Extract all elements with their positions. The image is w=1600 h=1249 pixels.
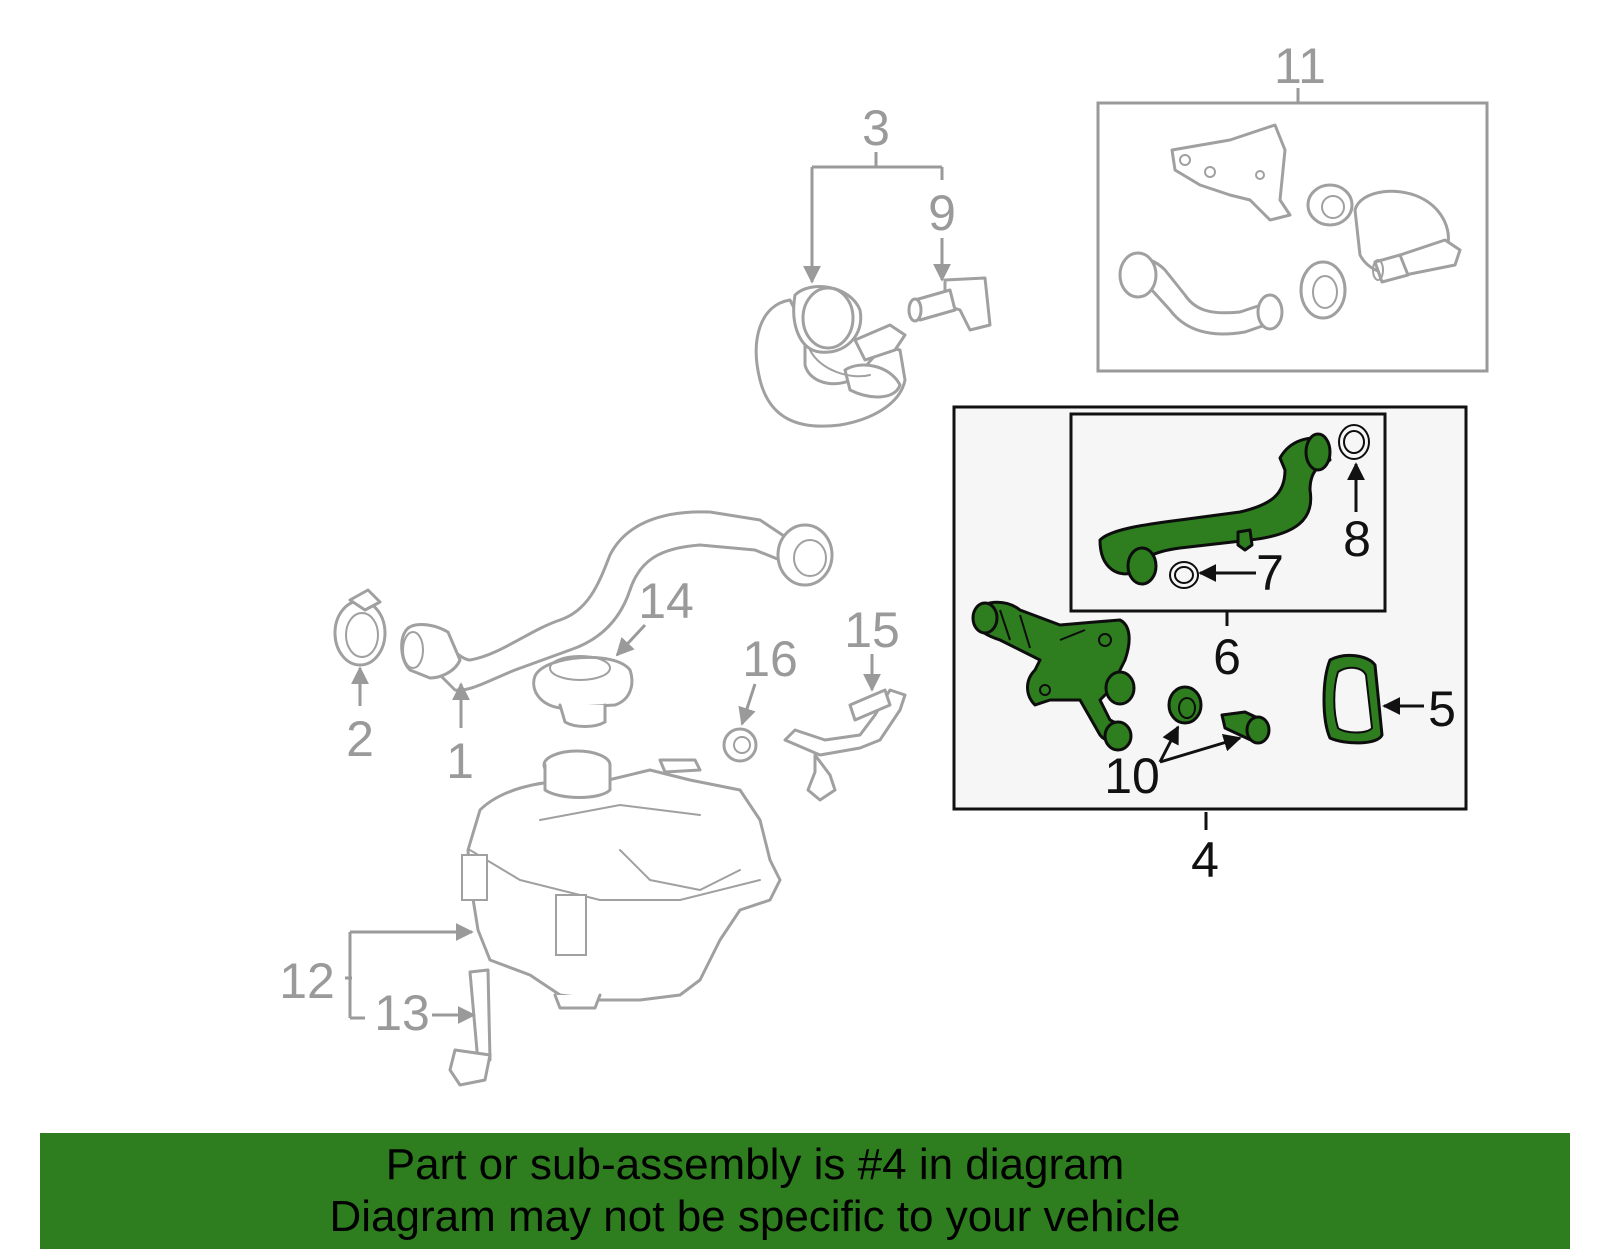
part-4-assembly: 4 7 8 6 [952,405,1468,888]
part-3-hose [754,285,907,428]
callout-2: 2 [346,711,374,767]
part-9-bleeder [907,276,992,332]
part-12-reservoir [461,749,782,1010]
info-banner: Part or sub-assembly is #4 in diagram Di… [40,1133,1570,1249]
callout-10: 10 [1104,748,1160,804]
part-5-gasket [1322,653,1384,745]
callout-5: 5 [1428,681,1456,737]
part-6-pipe [1098,432,1332,586]
callout-9: 9 [928,185,956,241]
banner-line-1: Part or sub-assembly is #4 in diagram [385,1140,1125,1189]
part-7-oring [1169,561,1199,589]
part-14-cap [532,655,634,728]
part-15-tube [783,688,907,802]
part-16-clip [722,727,758,763]
callout-4: 4 [1191,832,1219,888]
callout-15: 15 [844,602,900,658]
callout-11: 11 [1274,38,1326,94]
part-1-hose [400,510,834,692]
part-8-oring [1338,424,1370,460]
part-10-fittings [1167,685,1271,745]
callout-7: 7 [1256,545,1284,601]
callout-8: 8 [1343,511,1371,567]
callout-1: 1 [446,733,474,789]
callout-3: 3 [862,100,890,156]
callout-16: 16 [742,631,798,687]
callout-9-leader: 9 [928,185,956,282]
part-13-sensor [448,968,492,1087]
part-2-clamp [333,588,387,667]
part-4-housing [971,600,1136,752]
callout-3-leader: 3 [803,100,944,284]
callout-13: 13 [374,985,430,1041]
callout-6: 6 [1213,629,1241,685]
callout-14: 14 [638,573,694,629]
part-11-kit: 11 [1096,38,1489,373]
callout-12: 12 [279,953,335,1009]
banner-line-2: Diagram may not be specific to your vehi… [329,1192,1181,1241]
